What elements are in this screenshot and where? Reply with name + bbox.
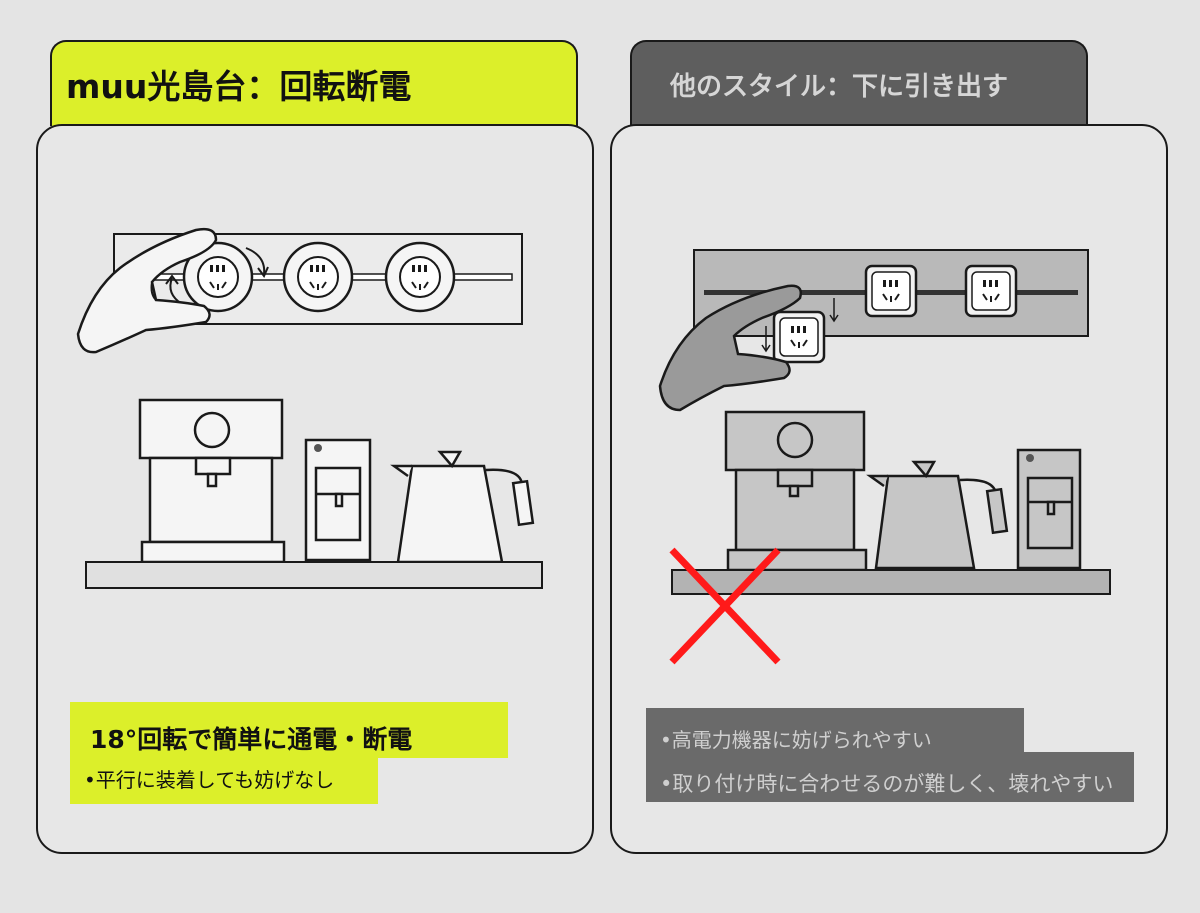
caption-highlight [646, 708, 1024, 752]
coffee-machine-icon [138, 398, 286, 564]
caption-line-2: •取り付け時に合わせるのが難しく、壊れやすい [660, 772, 1114, 796]
caption-line-1: •高電力機器に妨げられやすい [660, 728, 932, 752]
left-caption: 18°回転で簡単に通電・断電 •平行に装着しても妨げなし [70, 702, 508, 804]
kettle-icon [866, 460, 1009, 570]
down-arrow-icon [761, 298, 839, 353]
socket-icon [282, 241, 354, 313]
coffee-machine-icon [724, 410, 868, 572]
cross-mark-icon [669, 547, 781, 665]
grinder-icon [1016, 448, 1082, 570]
right-tab-title: 他のスタイル：下に引き出す [670, 71, 1009, 102]
grinder-icon [304, 438, 372, 562]
caption-highlight [646, 752, 1134, 802]
left-tab-title: muu光島台：回転断電 [66, 67, 412, 106]
left-tab: muu光島台：回転断電 [50, 40, 578, 126]
socket-icon [384, 241, 456, 313]
kettle-icon [390, 450, 535, 564]
caption-heading: 18°回転で簡単に通電・断電 [90, 725, 413, 754]
caption-highlight [70, 758, 378, 804]
caption-subtext: •平行に装着しても妨げなし [84, 768, 335, 792]
hand-icon [658, 284, 802, 412]
socket-icon [772, 310, 826, 364]
right-tab: 他のスタイル：下に引き出す [630, 40, 1088, 126]
socket-icon [182, 241, 254, 313]
counter-shelf [85, 561, 543, 589]
caption-highlight [70, 702, 508, 758]
socket-icon [964, 264, 1018, 318]
socket-icon [864, 264, 918, 318]
hand-icon [76, 227, 218, 354]
